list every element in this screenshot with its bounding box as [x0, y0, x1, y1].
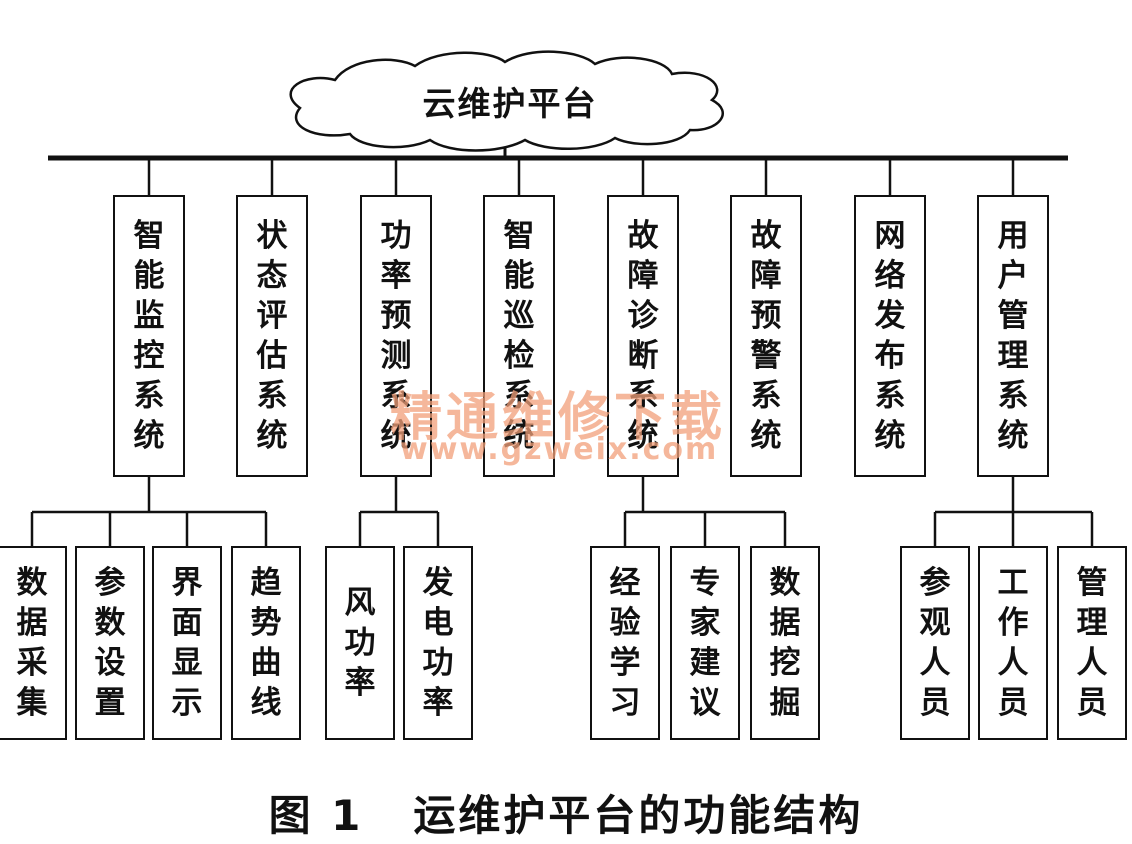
system-label: 网络发布系统 [874, 218, 906, 454]
module-label: 参观人员 [919, 565, 951, 721]
module-label: 界面显示 [171, 565, 203, 721]
module-label: 风功率 [344, 585, 376, 701]
cloud-icon [289, 50, 724, 152]
system-box-patrol: 智能巡检系统 [483, 195, 555, 477]
module-label: 发电功率 [422, 565, 454, 721]
module-box: 经验学习 [590, 546, 660, 740]
module-label: 趋势曲线 [250, 565, 282, 721]
system-box-warning: 故障预警系统 [730, 195, 802, 477]
module-label: 管理人员 [1076, 565, 1108, 721]
system-label: 故障预警系统 [750, 218, 782, 454]
module-box: 工作人员 [978, 546, 1048, 740]
module-box: 参数设置 [75, 546, 145, 740]
system-label: 状态评估系统 [256, 218, 288, 454]
system-box-users: 用户管理系统 [977, 195, 1049, 477]
module-box: 数据采集 [0, 546, 67, 740]
system-label: 智能监控系统 [133, 218, 165, 454]
module-label: 数据采集 [16, 565, 48, 721]
module-label: 参数设置 [94, 565, 126, 721]
system-label: 智能巡检系统 [503, 218, 535, 454]
module-label: 工作人员 [997, 565, 1029, 721]
module-box: 风功率 [325, 546, 395, 740]
figure-number: 图 1 [268, 791, 364, 840]
figure-title: 运维护平台的功能结构 [413, 791, 864, 840]
tree-connectors [30, 158, 1094, 546]
system-box-publish: 网络发布系统 [854, 195, 926, 477]
module-box: 数据挖掘 [750, 546, 820, 740]
system-label: 功率预测系统 [380, 218, 412, 454]
platform-label: 云维护平台 [422, 84, 598, 123]
module-box: 管理人员 [1057, 546, 1127, 740]
figure-caption: 图 1 运维护平台的功能结构 [0, 782, 1132, 843]
module-box: 界面显示 [152, 546, 222, 740]
module-box: 参观人员 [900, 546, 970, 740]
system-label: 故障诊断系统 [627, 218, 659, 454]
system-box-monitor: 智能监控系统 [113, 195, 185, 477]
system-label: 用户管理系统 [997, 218, 1029, 454]
module-box: 发电功率 [403, 546, 473, 740]
system-box-assess: 状态评估系统 [236, 195, 308, 477]
module-box: 专家建议 [670, 546, 740, 740]
module-box: 趋势曲线 [231, 546, 301, 740]
system-box-diagnose: 故障诊断系统 [607, 195, 679, 477]
module-label: 数据挖掘 [769, 565, 801, 721]
system-box-forecast: 功率预测系统 [360, 195, 432, 477]
module-label: 经验学习 [609, 565, 641, 721]
module-label: 专家建议 [689, 565, 721, 721]
